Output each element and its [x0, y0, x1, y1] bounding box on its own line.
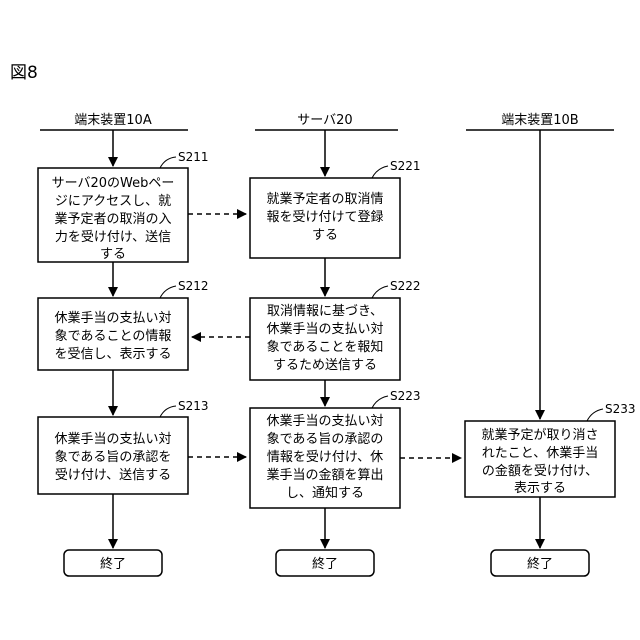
- step-text-line: 休業手当の支払い対: [54, 310, 171, 326]
- step-text-line: 業手当の金額を算出: [266, 467, 383, 483]
- step-text-line: 情報を受け付け、休: [267, 450, 383, 465]
- leader-s212: [160, 286, 176, 298]
- step-text-line: 象である旨の承認の: [267, 431, 384, 447]
- step-text-line: 就業予定が取り消さ: [481, 427, 598, 443]
- step-text-line: 就業予定者の取消情: [266, 191, 383, 207]
- step-text-line: 休業手当の支払い対: [266, 321, 383, 337]
- step-text-line: の金額を受け付け、: [482, 463, 598, 479]
- step-text-line: れたこと、休業手当: [482, 445, 598, 461]
- step-text-line: 取消情報に基づき、: [267, 304, 383, 319]
- lane-header-terminal-10a: 端末装置10A: [74, 113, 152, 128]
- leader-s222: [372, 286, 388, 298]
- step-text-line: 業予定者の取消の入: [54, 211, 171, 227]
- leader-s221: [372, 166, 388, 178]
- step-label-s213: S213: [178, 399, 209, 413]
- step-label-s223: S223: [390, 389, 421, 403]
- leader-s213: [160, 406, 176, 417]
- step-text-line: 報を受け付けて登録: [266, 210, 383, 225]
- step-text-line: するため送信する: [273, 358, 377, 373]
- step-label-s233: S233: [605, 402, 636, 416]
- lane-header-server-20: サーバ20: [297, 113, 352, 128]
- step-text-line: 象であることを報知: [267, 339, 384, 355]
- step-text-line: 休業手当の支払い対: [54, 431, 171, 447]
- step-text-line: サーバ20のWebペー: [52, 176, 175, 191]
- step-text-line: 休業手当の支払い対: [266, 413, 383, 429]
- end-label-b: 終了: [527, 556, 553, 572]
- step-text-line: 象であることの情報: [55, 329, 172, 344]
- leader-s233: [587, 409, 603, 421]
- step-text-line: ジにアクセスし、就: [55, 194, 171, 209]
- step-text-line: 表示する: [514, 481, 566, 496]
- leader-s223: [372, 396, 388, 408]
- lane-header-terminal-10b: 端末装置10B: [501, 113, 578, 128]
- leader-s211: [160, 157, 176, 168]
- step-text-line: する: [312, 228, 338, 243]
- step-label-s212: S212: [178, 279, 209, 293]
- step-label-s222: S222: [390, 279, 421, 293]
- step-label-s211: S211: [178, 150, 209, 164]
- step-text-s212: 休業手当の支払い対 象であることの情報 を受信し、表示する: [54, 310, 171, 362]
- step-text-line: し、通知する: [286, 485, 364, 501]
- figure-title: 図8: [10, 63, 38, 83]
- step-text-line: 象である旨の承認を: [55, 449, 172, 465]
- step-text-line: 受け付け、送信する: [55, 468, 171, 483]
- end-label-server: 終了: [312, 556, 338, 572]
- step-text-line: を受信し、表示する: [54, 347, 171, 362]
- step-text-line: する: [100, 247, 126, 262]
- end-label-a: 終了: [100, 556, 126, 572]
- step-label-s221: S221: [390, 159, 421, 173]
- step-text-s213: 休業手当の支払い対 象である旨の承認を 受け付け、送信する: [54, 431, 171, 483]
- step-text-line: 力を受け付け、送信: [55, 230, 171, 245]
